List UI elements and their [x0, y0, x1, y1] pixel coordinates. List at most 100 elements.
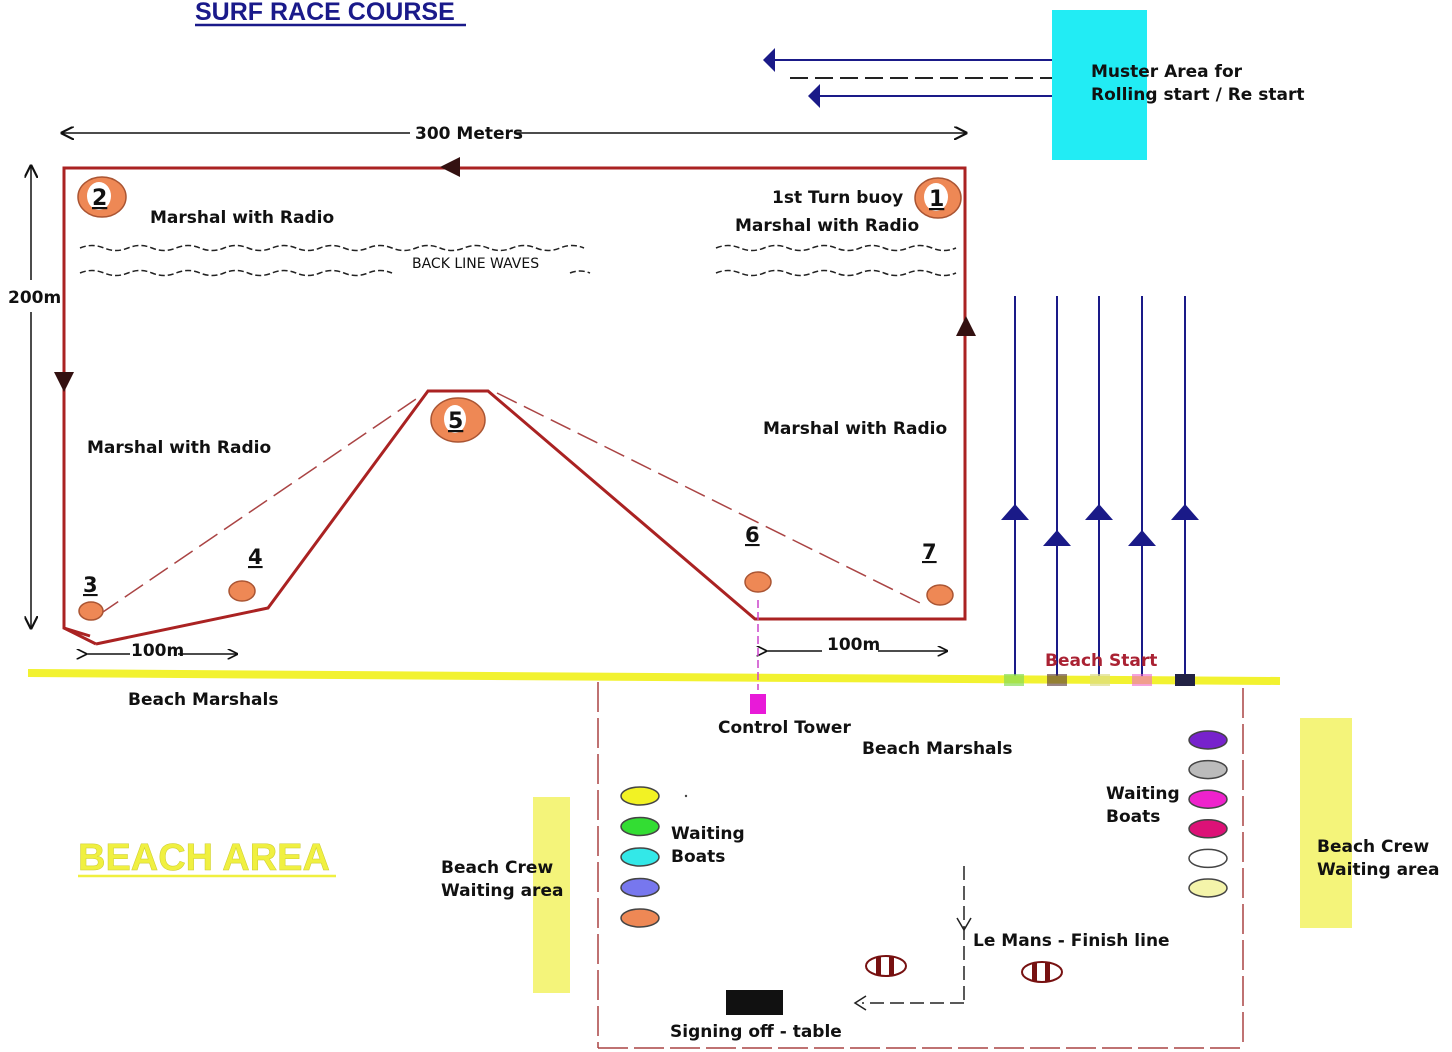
wave-line-right-2 [715, 269, 957, 277]
buoy-1-inner [924, 183, 948, 211]
buoy-2-number: 2 [92, 186, 107, 211]
back-line-waves: BACK LINE WAVES [79, 244, 957, 277]
control-tower: Control Tower [718, 600, 851, 738]
marshal-buoy2-label: Marshal with Radio [150, 208, 334, 228]
waiting-boats-right [1188, 730, 1228, 898]
dimension-300m: 300 Meters [62, 124, 966, 144]
control-tower-marker [750, 694, 766, 714]
wave-line-left-1 [79, 244, 585, 252]
buoy-4: 4 [228, 545, 263, 602]
finishing-boat-2-stripe-a [1032, 963, 1037, 981]
buoy-1: 1 1st Turn buoy [772, 177, 962, 219]
waiting-right-boat-6 [1188, 878, 1228, 898]
muster-area-label-line2: Rolling start / Re start [1091, 85, 1304, 105]
buoy-4-number: 4 [248, 545, 263, 569]
beach-marshals-left-label: Beach Marshals [128, 690, 278, 710]
start-lane-3-arrow-icon [1085, 504, 1113, 520]
start-markers [1004, 674, 1195, 686]
left-100m-label: 100m [131, 641, 184, 661]
waiting-left-boat-1 [620, 786, 660, 806]
finish-arrow-down-icon [956, 917, 972, 932]
guide-dashed-right [496, 392, 923, 605]
start-lanes [1001, 296, 1199, 680]
buoy-3: 3 [78, 573, 104, 621]
guide-dashed-left [99, 394, 423, 615]
buoy-3-number: 3 [83, 573, 98, 597]
crew-waiting-left: Beach Crew Waiting area [441, 797, 570, 993]
finishing-boat-1-stripe-b [889, 957, 894, 975]
buoy-6-marker [744, 571, 772, 593]
buoy-7-number: 7 [922, 540, 937, 564]
start-marker-5 [1175, 674, 1195, 686]
waiting-right-boat-4 [1188, 819, 1228, 839]
start-lane-5-arrow-icon [1171, 504, 1199, 520]
dimension-100m-left: 100m [86, 641, 237, 661]
width-dimension-label: 300 Meters [415, 124, 523, 144]
marshal-right-label: Marshal with Radio [763, 419, 947, 439]
crew-waiting-left-zone [533, 797, 570, 993]
marshal-left-label: Marshal with Radio [87, 438, 271, 458]
course-line-closing [63, 626, 97, 646]
waiting-boats-right-line2: Boats [1106, 807, 1160, 827]
dimension-100m-right: 100m [766, 635, 947, 655]
start-lane-2-arrow-icon [1043, 530, 1071, 546]
direction-arrow-right-icon [956, 316, 976, 336]
direction-arrow-left-icon [54, 372, 74, 392]
signing-off-table: Signing off - table [670, 990, 842, 1042]
start-lane-4-arrow-icon [1128, 530, 1156, 546]
waiting-boats-left-line2: Boats [671, 847, 725, 867]
waiting-left-boat-3 [620, 847, 660, 867]
buoy-1-number: 1 [929, 187, 944, 212]
dimension-200m: 200m [8, 166, 61, 628]
right-100m-label: 100m [827, 635, 880, 655]
muster-arrow-top-head [763, 48, 775, 72]
waiting-left-boat-5 [620, 908, 660, 928]
crew-waiting-left-line1: Beach Crew [441, 858, 553, 878]
course-route [54, 157, 976, 646]
signing-off-table-marker [726, 990, 783, 1015]
start-marker-2 [1047, 674, 1067, 686]
title-group: SURF RACE COURSE [195, 0, 466, 27]
crew-waiting-left-line2: Waiting area [441, 881, 563, 901]
waiting-right-boat-1 [1188, 730, 1228, 750]
wave-line-left-2 [79, 269, 393, 277]
start-marker-3 [1090, 674, 1110, 686]
muster-box [1052, 10, 1147, 160]
waiting-left-boat-2 [620, 816, 660, 837]
stray-dot [684, 794, 688, 798]
back-line-waves-label: BACK LINE WAVES [412, 256, 539, 272]
buoy-4-marker [228, 580, 256, 602]
finishing-boat-1 [865, 955, 907, 977]
waiting-right-boat-5 [1188, 848, 1228, 869]
start-marker-1 [1004, 674, 1024, 686]
buoy-2-inner [87, 182, 111, 210]
marshal-buoy1-label: Marshal with Radio [735, 216, 919, 236]
crew-waiting-right-line2: Waiting area [1317, 860, 1439, 880]
diagram-title: SURF RACE COURSE [195, 0, 455, 26]
buoy-6: 6 [744, 523, 772, 593]
buoy-5-inner [444, 405, 466, 433]
finishing-boat-2 [1021, 961, 1063, 983]
crew-waiting-right-line1: Beach Crew [1317, 837, 1429, 857]
waiting-right-boat-2 [1188, 759, 1228, 780]
wave-line-right-1 [715, 244, 957, 252]
buoy-7-marker [926, 584, 954, 606]
beach-area-label: BEACH AREA [78, 837, 330, 879]
waiting-boats-right-line1: Waiting [1106, 784, 1180, 804]
buoy-1-label: 1st Turn buoy [772, 188, 903, 208]
course-line [62, 166, 967, 646]
height-dimension-label: 200m [8, 288, 61, 308]
crew-waiting-right: Beach Crew Waiting area [1300, 718, 1439, 928]
crew-waiting-right-zone [1300, 718, 1352, 928]
finishing-boat-2-hull [1021, 961, 1063, 983]
beach-start-label: Beach Start [1045, 651, 1157, 671]
start-marker-4 [1132, 674, 1152, 686]
muster-area: Muster Area for Rolling start / Re start [763, 10, 1304, 160]
control-tower-label: Control Tower [718, 718, 851, 738]
finish-line-label: Le Mans - Finish line [973, 931, 1170, 951]
buoy-6-number: 6 [745, 523, 760, 547]
beach-area-enclosure [597, 682, 1244, 1049]
buoy-5-number: 5 [448, 409, 463, 434]
waiting-left-boat-4 [620, 877, 660, 898]
